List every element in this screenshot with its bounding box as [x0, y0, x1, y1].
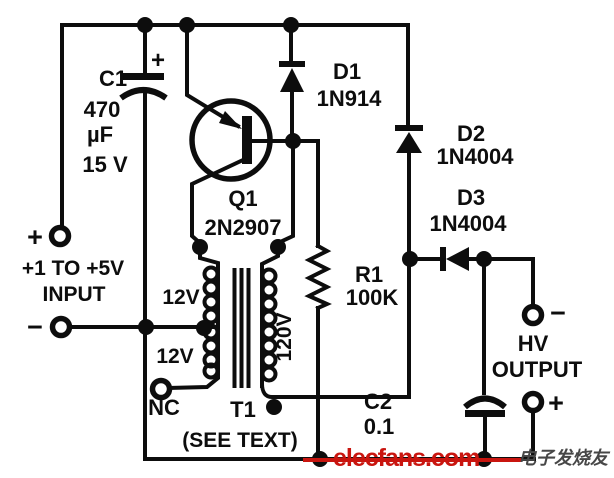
q1-base-bar [242, 116, 252, 164]
nc-terminal [149, 377, 173, 401]
t1-ref-label: T1 [230, 397, 256, 422]
input-word-label: INPUT [43, 283, 106, 306]
watermark-chinese: 电子发烧友 [518, 448, 611, 468]
d3-ref-label: D3 [457, 185, 485, 210]
input-plus-label: + [27, 222, 43, 252]
c1-value-label: 470 [84, 97, 121, 122]
c1-plate-straight [123, 73, 164, 80]
output-hv-label: HV [518, 331, 549, 356]
nc-label: NC [148, 395, 180, 420]
t1-primary-lower-label: 12V [156, 345, 193, 368]
input-minus-label: − [27, 312, 43, 342]
r1-resistor-zigzag [304, 243, 332, 311]
d2-cathode-bar [395, 125, 423, 131]
t1-secondary-label: 120V [273, 312, 296, 361]
wire-hv-minus [482, 257, 535, 308]
t1-primary-upper-label: 12V [162, 286, 199, 309]
d3-cathode-bar [440, 247, 446, 271]
d3-diode-icon [446, 247, 469, 271]
t1-note-label: (SEE TEXT) [182, 429, 298, 452]
d3-part-label: 1N4004 [429, 211, 507, 236]
d1-cathode-bar [279, 61, 305, 67]
r1-ref-label: R1 [355, 262, 383, 287]
r1-value-label: 100K [346, 285, 399, 310]
c1-voltage-label: 15 V [82, 152, 128, 177]
input-plus-terminal [48, 224, 72, 248]
c2-value-label: 0.1 [364, 414, 395, 439]
c1-plate-curved [119, 87, 168, 101]
input-minus-terminal [49, 315, 73, 339]
c2-plate-curved [463, 395, 507, 410]
c2-ref-label: C2 [364, 389, 392, 414]
q1-ref-label: Q1 [228, 186, 257, 211]
d1-diode-icon [280, 68, 304, 92]
d1-ref-label: D1 [333, 59, 361, 84]
d2-part-label: 1N4004 [436, 144, 514, 169]
q1-emitter-arrow-icon [219, 111, 242, 129]
wire-q1-emitter [185, 23, 241, 129]
c2-plate-straight [465, 410, 505, 417]
c1-unit-label: µF [87, 122, 113, 147]
t1-secondary-coil-icon [260, 267, 278, 383]
c1-polarity-label: + [151, 47, 165, 74]
t1-core-icon [232, 268, 251, 388]
watermark-site: elecfans.com [333, 444, 479, 472]
output-plus-label: + [548, 388, 564, 418]
q1-transistor-circle [189, 98, 273, 182]
wire-primary-to-nc [167, 370, 220, 391]
input-range-label: +1 TO +5V [22, 257, 124, 280]
d2-ref-label: D2 [457, 121, 485, 146]
output-minus-terminal [521, 303, 545, 327]
d1-part-label: 1N914 [317, 86, 383, 111]
d2-diode-icon [396, 132, 422, 153]
output-word-label: OUTPUT [492, 357, 583, 382]
output-plus-terminal [521, 390, 545, 414]
junction-dots [137, 17, 492, 467]
output-minus-label: − [550, 298, 566, 328]
c1-ref-label: C1 [99, 66, 127, 91]
q1-part-label: 2N2907 [204, 215, 281, 240]
